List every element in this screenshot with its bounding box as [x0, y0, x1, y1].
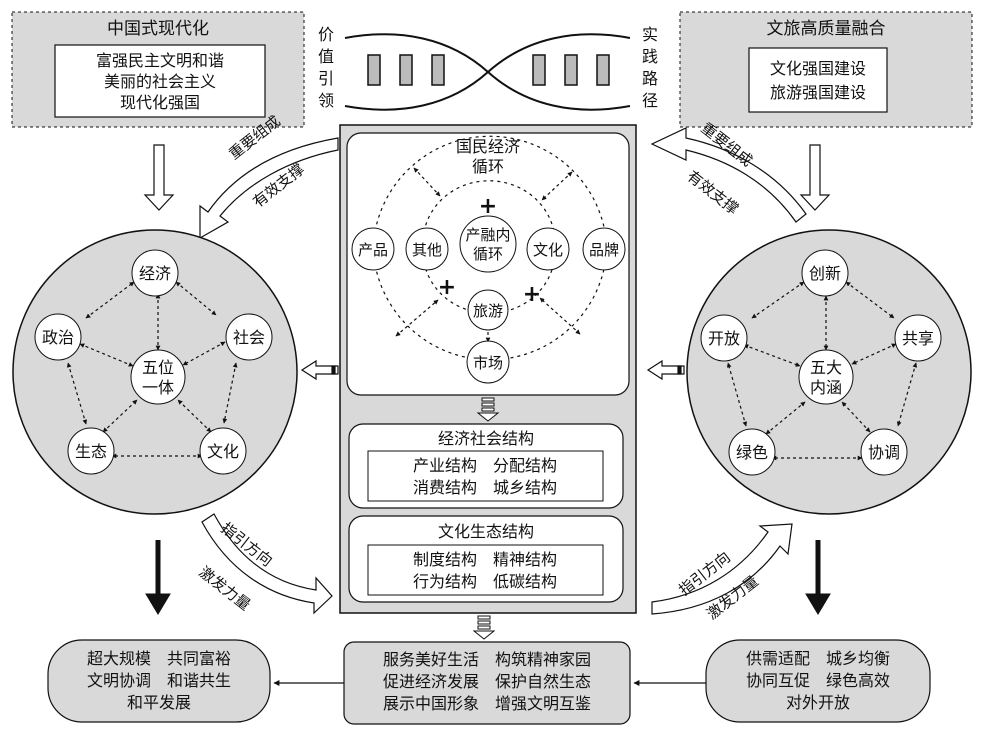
right-center-line-1: 五大 — [810, 358, 842, 377]
left-node-economy: 经济 — [139, 264, 171, 283]
top-left-title: 中国式现代化 — [107, 19, 209, 39]
practice-path-label: 实 践 路 径 — [642, 25, 658, 110]
hollow-arrow-to-left-circle — [300, 359, 339, 381]
svg-text:径: 径 — [642, 91, 658, 110]
left-node-culture: 文化 — [207, 442, 239, 461]
effective-support-label-right: 有效支撑 — [684, 167, 742, 218]
economy-title-line-1: 国民经济 — [456, 137, 520, 156]
right-node-sharing: 共享 — [902, 329, 934, 348]
hollow-arrow-to-right-circle — [646, 359, 685, 381]
structure1-line-2: 消费结构 城乡结构 — [413, 478, 557, 497]
svg-text:超大规模 共同富裕: 超大规模 共同富裕 — [87, 649, 231, 668]
top-left-line-2: 美丽的社会主义 — [104, 72, 216, 91]
svg-text:和平发展: 和平发展 — [127, 693, 191, 712]
econ-inner-line-1: 产融内 — [465, 226, 510, 244]
structure2-title: 文化生态结构 — [438, 522, 534, 541]
plus-sign-top: + — [479, 194, 497, 219]
svg-text:协同互促 绿色高效: 协同互促 绿色高效 — [746, 671, 890, 690]
top-right-line-2: 旅游强国建设 — [770, 83, 866, 102]
bottom-left-box: 超大规模 共同富裕 文明协调 和谐共生 和平发展 — [47, 639, 271, 723]
solid-down-arrow-left — [145, 540, 171, 615]
svg-text:对外开放: 对外开放 — [786, 693, 850, 712]
econ-node-brand: 品牌 — [589, 241, 619, 259]
svg-text:展示中国形象 增强文明互鉴: 展示中国形象 增强文明互鉴 — [383, 694, 591, 713]
svg-text:促进经济发展 保护自然生态: 促进经济发展 保护自然生态 — [383, 672, 591, 691]
right-circle: 创新 共享 协调 绿色 开放 五大 内涵 — [686, 229, 972, 515]
right-node-openness: 开放 — [708, 329, 740, 348]
top-right-line-1: 文化强国建设 — [770, 59, 866, 78]
hollow-down-arrow-right — [799, 144, 831, 211]
small-down-arrow-1 — [476, 397, 500, 422]
plus-sign-right: + — [523, 282, 541, 307]
economy-title-line-2: 循环 — [472, 157, 504, 176]
svg-text:践: 践 — [642, 47, 658, 66]
svg-text:路: 路 — [642, 69, 658, 88]
left-node-society: 社会 — [233, 328, 265, 347]
svg-text:文明协调 和谐共生: 文明协调 和谐共生 — [87, 671, 231, 690]
curved-arrow-top-right: 重要组成 有效支撑 — [650, 119, 807, 223]
econ-node-tourism: 旅游 — [473, 302, 503, 320]
right-node-innovation: 创新 — [809, 264, 841, 283]
structure1-line-1: 产业结构 分配结构 — [413, 456, 557, 475]
econ-inner-line-2: 循环 — [473, 245, 503, 263]
solid-down-arrow-right — [805, 540, 831, 615]
right-node-coordination: 协调 — [868, 443, 900, 462]
svg-text:领: 领 — [318, 91, 334, 110]
svg-text:实: 实 — [642, 25, 658, 44]
right-node-green: 绿色 — [736, 443, 768, 462]
central-column: 国民经济 循环 + + + 产品 其他 产融内 循环 文化 品牌 — [339, 124, 637, 614]
svg-text:引: 引 — [318, 69, 334, 88]
structure2-line-2: 行为结构 低碳结构 — [413, 572, 557, 591]
left-node-ecology: 生态 — [75, 442, 107, 461]
top-right-box: 文旅高质量融合 文化强国建设 旅游强国建设 — [679, 11, 973, 128]
plus-sign-left: + — [438, 275, 456, 300]
curved-arrow-bottom-right: 指引方向 激发力量 — [651, 523, 793, 623]
svg-text:价: 价 — [318, 25, 334, 44]
top-left-line-3: 现代化强国 — [120, 93, 200, 112]
value-lead-label: 价 值 引 领 — [318, 25, 334, 110]
curved-arrow-bottom-left: 指引方向 激发力量 — [196, 513, 333, 615]
econ-node-product: 产品 — [358, 241, 388, 259]
econ-node-other: 其他 — [412, 241, 442, 259]
right-center-line-2: 内涵 — [810, 378, 842, 397]
left-node-politics: 政治 — [42, 328, 74, 347]
curved-arrow-top-left: 重要组成 有效支撑 — [199, 112, 339, 240]
top-left-box: 中国式现代化 富强民主文明和谐 美丽的社会主义 现代化强国 — [11, 11, 305, 128]
bottom-middle-box: 服务美好生活 构筑精神家园 促进经济发展 保护自然生态 展示中国形象 增强文明互… — [343, 641, 631, 725]
svg-text:供需适配 城乡均衡: 供需适配 城乡均衡 — [746, 649, 890, 668]
svg-text:服务美好生活 构筑精神家园: 服务美好生活 构筑精神家园 — [383, 650, 591, 669]
bottom-right-box: 供需适配 城乡均衡 协同互促 绿色高效 对外开放 — [705, 639, 931, 723]
double-helix-graphic — [344, 33, 631, 111]
small-down-arrow-2 — [472, 615, 496, 640]
econ-node-culture: 文化 — [533, 241, 563, 259]
hollow-down-arrow-left — [143, 144, 175, 211]
structure1-title: 经济社会结构 — [438, 429, 534, 448]
left-center-line-2: 一体 — [142, 378, 174, 397]
structure2-line-1: 制度结构 精神结构 — [413, 550, 557, 569]
top-right-title: 文旅高质量融合 — [767, 19, 886, 39]
econ-node-market: 市场 — [473, 354, 503, 372]
top-left-line-1: 富强民主文明和谐 — [96, 51, 224, 70]
svg-text:值: 值 — [318, 47, 334, 66]
left-circle: 经济 社会 文化 生态 政治 五位 一体 — [12, 229, 298, 515]
left-center-line-1: 五位 — [142, 358, 174, 377]
